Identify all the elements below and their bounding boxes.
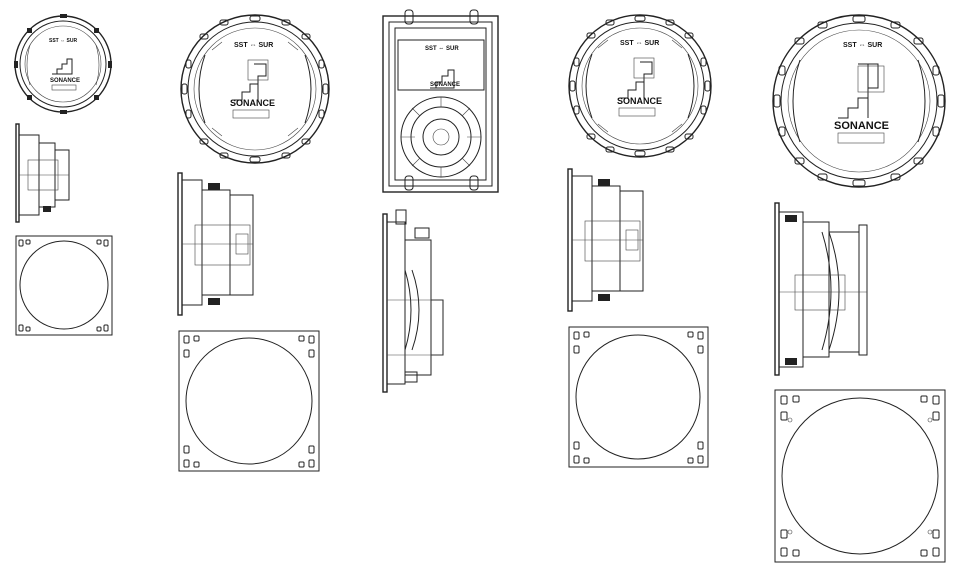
model-5-side-view (774, 202, 868, 376)
model-1-cutout-template (15, 235, 113, 336)
model-4-brand-logo: SONANCE (617, 96, 662, 106)
model-2-front-view: SST ⇔ SUR SONANCE (180, 14, 330, 164)
model-4-cutout-template (568, 326, 709, 468)
model-1-brand-logo: SONANCE (50, 78, 80, 84)
model-1-side-view (15, 123, 70, 223)
model-2-switch-label: SST ⇔ SUR (234, 42, 273, 49)
model-3-side-view (382, 209, 444, 393)
model-3-front-view: SST ⇔ SUR SONANCE (382, 9, 499, 193)
model-5-switch-label: SST ⇔ SUR (843, 42, 882, 49)
model-2-brand-logo: SONANCE (230, 98, 275, 108)
model-3-switch-label: SST ⇔ SUR (425, 46, 459, 52)
model-5-cutout-template (774, 389, 946, 563)
model-4-switch-label: SST ⇔ SUR (620, 40, 659, 47)
model-5-front-view: SST ⇔ SUR SONANCE (772, 14, 946, 188)
model-4-side-view (567, 168, 644, 312)
model-2-side-view (177, 172, 254, 316)
model-5-brand-logo: SONANCE (834, 120, 889, 132)
model-3-brand-logo: SONANCE (430, 82, 460, 88)
model-1-front-view: SST ⇔ SUR SONANCE (14, 14, 112, 114)
model-4-front-view: SST ⇔ SUR SONANCE (568, 14, 712, 158)
model-2-cutout-template (178, 330, 320, 472)
model-1-switch-label: SST ⇔ SUR (49, 38, 77, 44)
